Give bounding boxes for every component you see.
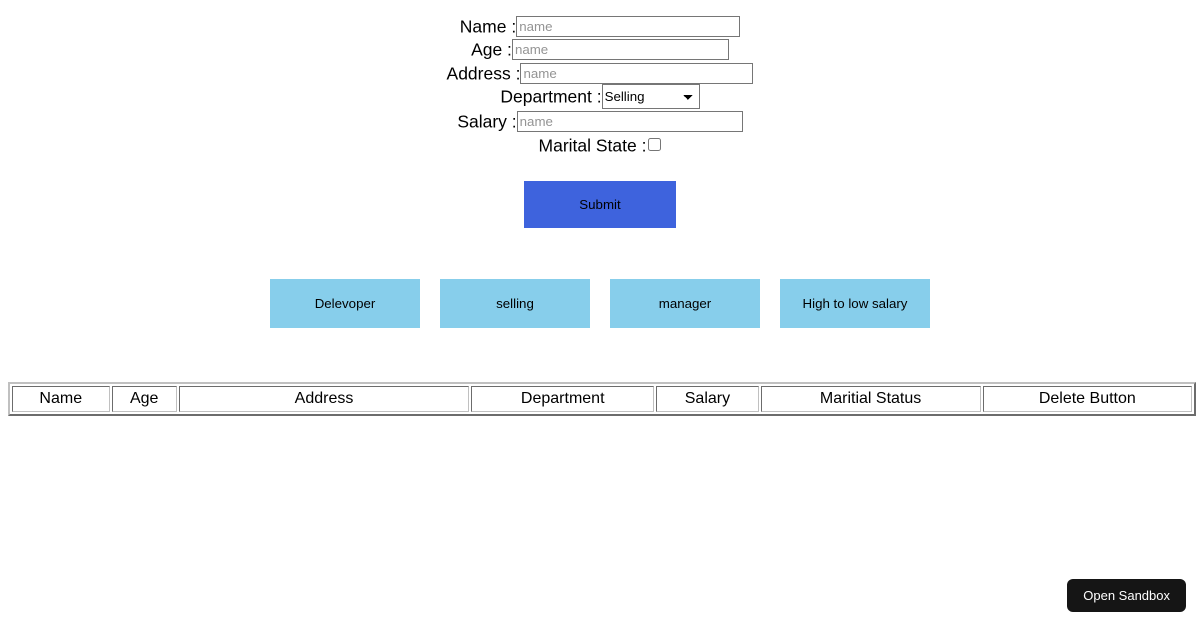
column-header-department: Department [471,385,655,412]
filter-button-manager[interactable]: manager [610,278,760,328]
filter-button-high-to-low-salary[interactable]: High to low salary [780,278,930,328]
column-header-delete-button: Delete Button [982,385,1192,412]
open-sandbox-button[interactable]: Open Sandbox [1067,579,1186,612]
column-header-age: Age [111,385,177,412]
form-row-salary: Salary : [0,109,1200,132]
employee-table-wrap: Name Age Address Department Salary Marit… [0,381,1200,416]
employee-table: Name Age Address Department Salary Marit… [8,381,1196,416]
filter-button-selling[interactable]: selling [440,278,590,328]
column-header-salary: Salary [656,385,759,412]
name-label: Name : [459,16,517,37]
form-row-department: Department : Selling [0,84,1200,110]
column-header-address: Address [178,385,470,412]
column-header-maritial-status: Maritial Status [760,385,981,412]
age-label: Age : [471,39,512,60]
filter-button-group: Delevoper selling manager High to low salar… [0,278,1200,328]
salary-label: Salary : [457,111,517,132]
marital-state-label: Marital State : [538,134,647,155]
submit-button[interactable]: Submit [524,180,676,228]
address-label: Address : [446,63,521,84]
submit-area: Submit [0,180,1200,228]
filter-button-developer[interactable]: Delevoper [270,278,420,328]
table-head: Name Age Address Department Salary Marit… [12,385,1192,412]
marital-state-checkbox[interactable] [648,138,662,152]
salary-input[interactable] [516,111,743,132]
form-row-address: Address : [0,61,1200,84]
name-input[interactable] [516,15,741,37]
employee-form: Name : Age : Address : Department : Sell… [0,0,1200,156]
table-header-row: Name Age Address Department Salary Marit… [12,385,1192,412]
form-row-age: Age : [0,37,1200,61]
column-header-name: Name [12,385,110,412]
form-row-name: Name : [0,14,1200,37]
age-input[interactable] [511,39,729,61]
address-input[interactable] [520,62,754,84]
department-label: Department : [500,86,602,107]
department-select[interactable]: Selling [601,84,700,110]
form-row-marital-state: Marital State : [0,133,1200,156]
